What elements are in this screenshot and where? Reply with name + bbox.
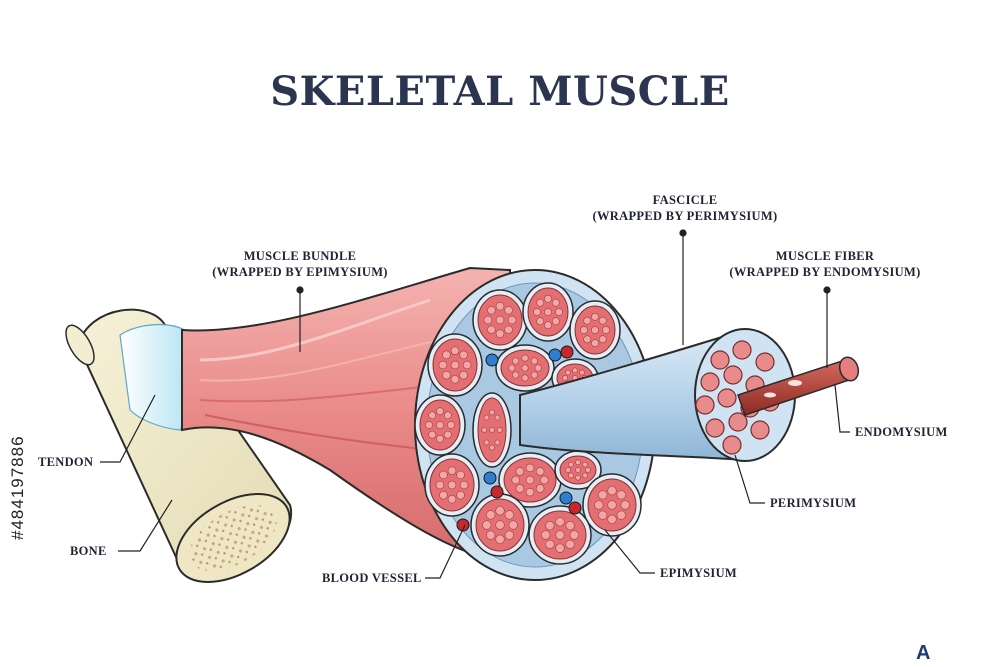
muscle-fiber-section bbox=[723, 365, 743, 385]
tendon-label: TENDON bbox=[38, 455, 94, 469]
muscle-fiber-label-line1: MUSCLE FIBER bbox=[775, 249, 875, 263]
muscle-fiber-section bbox=[755, 352, 775, 372]
page-title: SKELETAL MUSCLE bbox=[270, 68, 730, 115]
blood-vessel bbox=[483, 471, 497, 485]
epimysium-label: EPIMYSIUM bbox=[660, 566, 738, 580]
blood-vessel bbox=[456, 518, 470, 532]
muscle-fiber-section bbox=[732, 340, 752, 360]
fascicle bbox=[569, 300, 621, 360]
muscle-fiber-section bbox=[710, 350, 730, 370]
fascicle-label-line1: FASCICLE bbox=[652, 193, 718, 207]
blood-vessel bbox=[559, 491, 573, 505]
muscle-fiber-section bbox=[695, 395, 715, 415]
muscle-fiber-label: MUSCLE FIBER (WRAPPED BY ENDOMYSIUM) bbox=[720, 248, 930, 280]
fascicle-label: FASCICLE (WRAPPED BY PERIMYSIUM) bbox=[585, 192, 785, 224]
fascicle bbox=[472, 392, 512, 468]
fascicle bbox=[582, 473, 642, 537]
bone-label: BONE bbox=[70, 544, 107, 558]
leader-lines bbox=[100, 229, 850, 579]
blood-vessel bbox=[560, 345, 574, 359]
blood-vessel bbox=[548, 348, 562, 362]
fascicle bbox=[414, 394, 466, 456]
fascicle bbox=[470, 493, 530, 557]
muscle-fiber-section bbox=[728, 412, 748, 432]
fascicle bbox=[424, 453, 480, 517]
fascicle-group bbox=[414, 282, 642, 565]
fascicle bbox=[472, 289, 528, 351]
stock-logo-icon: A bbox=[916, 642, 931, 664]
endomysium-label: ENDOMYSIUM bbox=[855, 425, 948, 439]
blood-vessel bbox=[568, 501, 582, 515]
blood-vessel-label: BLOOD VESSEL bbox=[322, 571, 422, 585]
blood-vessel bbox=[490, 485, 504, 499]
muscle-fiber-section bbox=[722, 435, 742, 455]
fascicle bbox=[427, 333, 483, 397]
muscle-bundle-label-line2: (WRAPPED BY EPIMYSIUM) bbox=[212, 265, 388, 279]
fascicle bbox=[554, 450, 602, 490]
perimysium-label: PERIMYSIUM bbox=[770, 496, 857, 510]
fascicle bbox=[522, 282, 574, 342]
fascicle bbox=[498, 452, 562, 508]
muscle-fiber bbox=[737, 356, 860, 416]
blood-vessel bbox=[485, 353, 499, 367]
muscle-fiber-section bbox=[705, 418, 725, 438]
muscle-fiber-section bbox=[750, 420, 770, 440]
muscle-fiber-label-line2: (WRAPPED BY ENDOMYSIUM) bbox=[729, 265, 921, 279]
fascicle bbox=[528, 505, 592, 565]
fascicle-label-line2: (WRAPPED BY PERIMYSIUM) bbox=[592, 209, 778, 223]
muscle-bundle-label: MUSCLE BUNDLE (WRAPPED BY EPIMYSIUM) bbox=[205, 248, 395, 280]
fascicle bbox=[495, 344, 555, 392]
muscle-fiber-section bbox=[717, 388, 737, 408]
stock-id: #484197886 bbox=[8, 435, 27, 540]
muscle-bundle-label-line1: MUSCLE BUNDLE bbox=[243, 249, 357, 263]
muscle-fiber-section bbox=[700, 372, 720, 392]
